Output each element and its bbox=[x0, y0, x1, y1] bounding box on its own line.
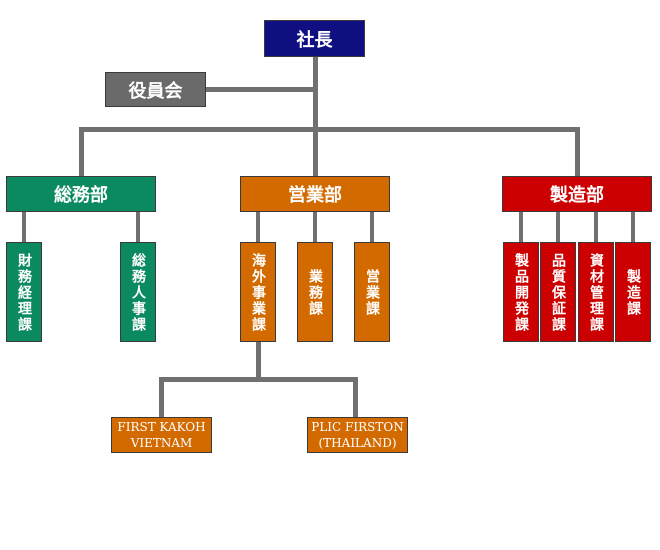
president-label: 社長 bbox=[296, 29, 333, 51]
connector-subsidiary-bus bbox=[159, 377, 358, 382]
connector-overseas-trunk bbox=[256, 340, 261, 380]
section-label: 品質保証課 bbox=[550, 253, 566, 333]
section-box: 業務課 bbox=[297, 242, 333, 342]
subsidiary-name-line1: FIRST KAKOH bbox=[117, 420, 206, 434]
section-label: 製品開発課 bbox=[513, 253, 529, 333]
connector-section bbox=[256, 210, 260, 244]
connector-president-trunk bbox=[313, 56, 318, 132]
connector-subsidiary-drop bbox=[353, 377, 358, 419]
section-label: 営業課 bbox=[364, 269, 380, 317]
subsidiary-box: FIRST KAKOH VIETNAM bbox=[111, 417, 212, 453]
subsidiary-name-line2: (THAILAND) bbox=[318, 436, 397, 450]
connector-subsidiary-drop bbox=[159, 377, 164, 419]
connector-general-affairs-drop bbox=[79, 127, 84, 177]
manufacturing-department-label: 製造部 bbox=[550, 185, 604, 206]
section-label: 財務経理課 bbox=[16, 253, 32, 333]
section-box: 総務人事課 bbox=[120, 242, 156, 342]
sales-department-box: 営業部 bbox=[240, 176, 390, 212]
section-box: 財務経理課 bbox=[6, 242, 42, 342]
sales-department-label: 営業部 bbox=[288, 185, 342, 206]
president-box: 社長 bbox=[264, 20, 365, 57]
connector-section bbox=[519, 210, 523, 244]
section-label: 資材管理課 bbox=[588, 253, 604, 333]
connector-section bbox=[22, 210, 26, 244]
section-box: 営業課 bbox=[354, 242, 390, 342]
connector-department-bus bbox=[79, 127, 580, 132]
connector-section bbox=[370, 210, 374, 244]
board-label: 役員会 bbox=[128, 80, 183, 102]
connector-section bbox=[594, 210, 598, 244]
section-box: 品質保証課 bbox=[540, 242, 576, 342]
connector-section bbox=[136, 210, 140, 244]
section-label: 海外事業課 bbox=[250, 253, 266, 333]
section-box: 製造課 bbox=[615, 242, 651, 342]
manufacturing-department-box: 製造部 bbox=[502, 176, 652, 212]
connector-section bbox=[631, 210, 635, 244]
connector-board bbox=[205, 87, 315, 92]
section-label: 総務人事課 bbox=[130, 253, 146, 333]
connector-sales-drop bbox=[313, 127, 318, 177]
general-affairs-department-box: 総務部 bbox=[6, 176, 156, 212]
subsidiary-name-line2: VIETNAM bbox=[130, 436, 193, 450]
subsidiary-box: PLIC FIRSTON (THAILAND) bbox=[307, 417, 408, 453]
connector-section bbox=[556, 210, 560, 244]
general-affairs-department-label: 総務部 bbox=[54, 185, 108, 206]
subsidiary-name-line1: PLIC FIRSTON bbox=[311, 420, 404, 434]
section-label: 製造課 bbox=[625, 269, 641, 317]
section-label: 業務課 bbox=[307, 269, 323, 317]
connector-section bbox=[313, 210, 317, 244]
section-box: 資材管理課 bbox=[578, 242, 614, 342]
section-box: 製品開発課 bbox=[503, 242, 539, 342]
section-box: 海外事業課 bbox=[240, 242, 276, 342]
board-box: 役員会 bbox=[105, 72, 206, 107]
connector-manufacturing-drop bbox=[575, 127, 580, 177]
